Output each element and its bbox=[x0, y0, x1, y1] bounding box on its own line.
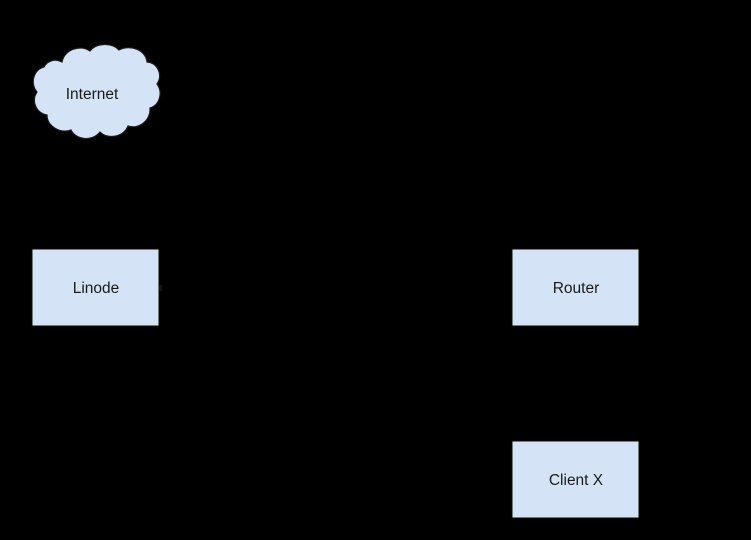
node-linode[interactable]: Linode bbox=[31, 248, 160, 327]
cloud-shape-icon bbox=[32, 43, 161, 140]
node-internet[interactable]: Internet bbox=[32, 43, 161, 140]
node-shape-client-x bbox=[511, 440, 640, 519]
node-router[interactable]: Router bbox=[511, 248, 640, 327]
node-client-x[interactable]: Client X bbox=[511, 440, 640, 519]
link-router-to-client-x bbox=[570, 326, 582, 443]
link-internet-to-linode bbox=[90, 143, 102, 251]
link-linode-to-router bbox=[159, 282, 514, 294]
connector-anchor-linode-right bbox=[159, 285, 162, 291]
node-shape-router bbox=[511, 248, 640, 327]
node-shape-linode bbox=[31, 248, 160, 327]
